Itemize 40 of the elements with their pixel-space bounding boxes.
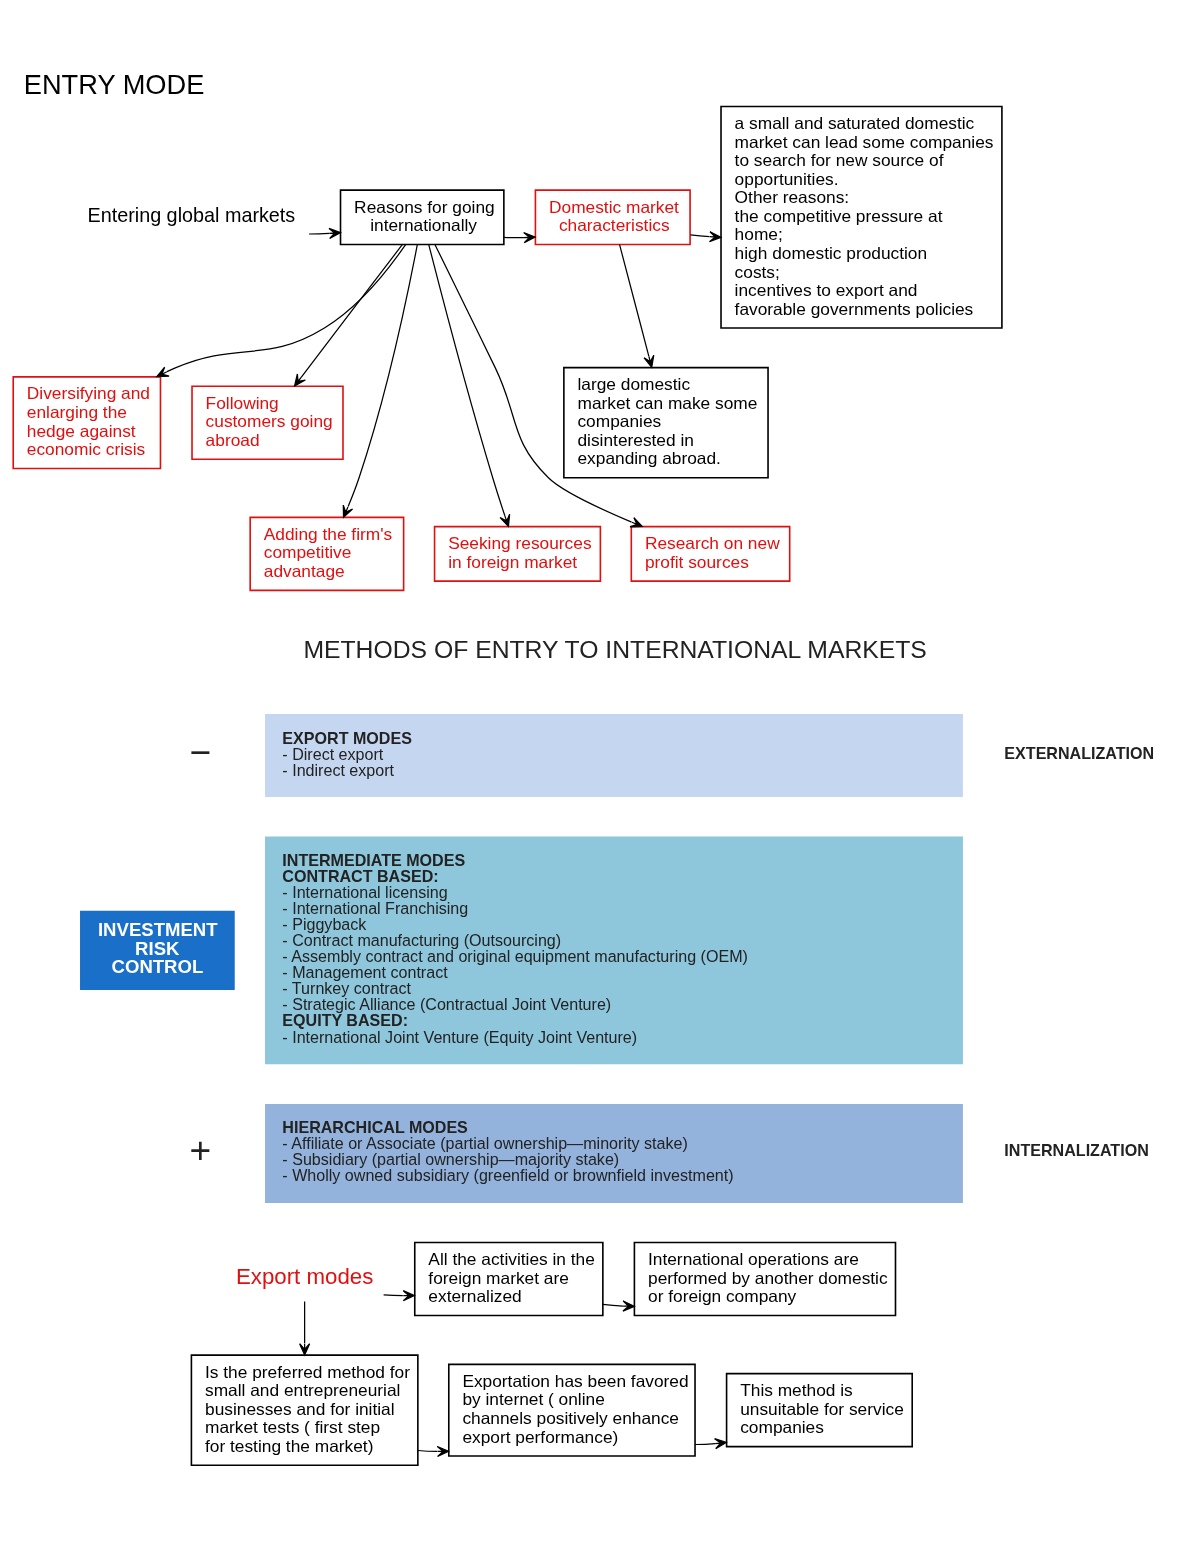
arrow — [434, 243, 643, 527]
node-box: Research on new profit sources — [630, 525, 791, 582]
arrow — [428, 243, 511, 527]
node-box: Domestic market characteristics — [534, 188, 691, 245]
label: EXTERNALIZATION — [1004, 743, 1155, 762]
arrow — [382, 1289, 415, 1301]
arrow — [308, 227, 342, 239]
node-box: a small and saturated domestic market can lead some companies to search for new source of opportunities. Other reasons: the competitive pressure at home; high domestic production costs; incentives to export and favorable governments policies — [720, 105, 1003, 329]
arrow — [342, 243, 418, 518]
label: − — [189, 730, 212, 773]
label: METHODS OF ENTRY TO INTERNATIONAL MARKETS — [303, 635, 927, 663]
node-box: Is the preferred method for small and entrepreneurial businesses and for initial market tests ( first step for testing the market) — [190, 1353, 419, 1466]
node-box: INVESTMENT RISK CONTROL — [80, 910, 235, 990]
node-box: Exportation has been favored by internet ( online channels positively enhance export performance) — [448, 1363, 696, 1457]
node-box: Reasons for going internationally — [339, 188, 505, 245]
arrow — [602, 1299, 635, 1312]
node-box: Following customers going abroad — [191, 384, 344, 460]
node-text: Entering global markets — [87, 203, 296, 226]
node-text: Export modes — [235, 1263, 374, 1289]
label: INTERNALIZATION — [1004, 1140, 1149, 1159]
diagram-title: ENTRY MODE — [23, 68, 205, 100]
node-box: EXPORT MODES - Direct export - Indirect export — [265, 713, 963, 797]
node-box: This method is unsuitable for service companies — [725, 1372, 913, 1447]
node-box: Adding the firm's competitive advantage — [249, 516, 405, 591]
node-box: Diversifying and enlarging the hedge against economic crisis — [12, 375, 162, 469]
arrow — [689, 230, 722, 242]
arrow — [503, 231, 536, 243]
node-box: INTERMEDIATE MODES CONTRACT BASED: - International licensing - International Franchising - Piggyback - Contract manufacturing (Outsourcing) - Assembly contract and original equipment manufacturing (OEM) - Management contract - Turnkey contract - Strategic Alliance (Contractual Joint Venture) EQUITY BASED: - International Joint Venture (Equity Joint Venture) — [265, 836, 963, 1064]
arrow — [618, 243, 655, 368]
node-box: large domestic market can make some companies disinterested in expanding abroad. — [563, 366, 769, 479]
node-box: Seeking resources in foreign market — [433, 525, 602, 582]
label: + — [189, 1128, 212, 1171]
arrow — [294, 243, 403, 387]
node-box: HIERARCHICAL MODES - Affiliate or Associate (partial ownership—minority stake) - Subsidiary (partial ownership—majority stake) - Wholly owned subsidiary (greenfield or brownfield investment) — [265, 1103, 963, 1203]
arrow — [417, 1445, 450, 1457]
arrow — [299, 1300, 311, 1355]
node-box: International operations are performed by another domestic or foreign company — [633, 1241, 897, 1316]
node-box: All the activities in the foreign market are externalized — [413, 1241, 604, 1316]
arrow — [156, 243, 407, 377]
arrow — [694, 1437, 727, 1449]
